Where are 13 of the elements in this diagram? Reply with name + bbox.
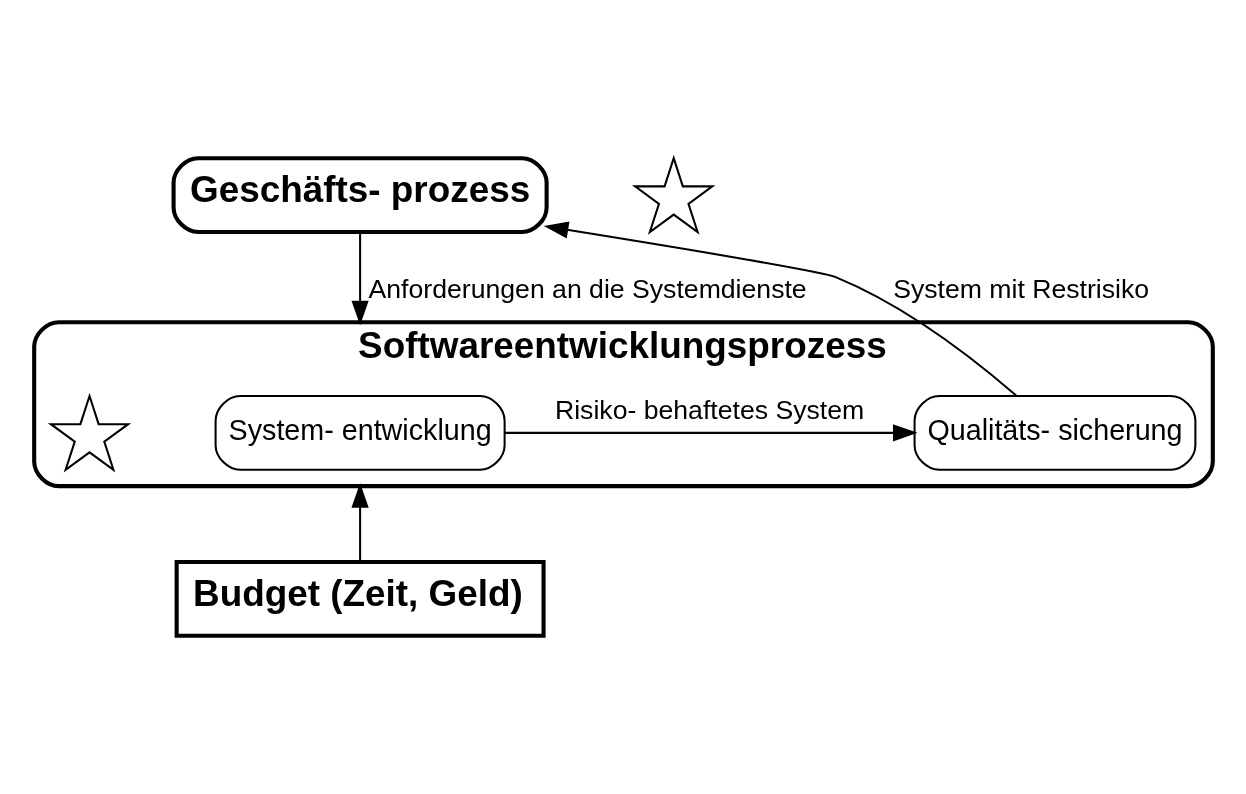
node-box: System- entwicklung	[214, 394, 506, 471]
node-star	[631, 154, 715, 235]
edge-label: Risiko- behaftetes System	[554, 395, 864, 426]
node-box: Qualitäts- sicherung	[913, 394, 1196, 471]
edge-label: System mit Restrisiko	[892, 274, 1149, 305]
node-box: Geschäfts- prozess	[171, 156, 549, 235]
arrow	[351, 232, 369, 326]
node-box: Budget (Zeit, Geld)	[174, 559, 546, 638]
node-star	[47, 392, 131, 473]
arrow	[504, 424, 918, 442]
edge-label: Anforderungen an die Systemdienste	[368, 274, 807, 305]
arrow	[351, 483, 369, 562]
arrow	[543, 221, 1017, 397]
